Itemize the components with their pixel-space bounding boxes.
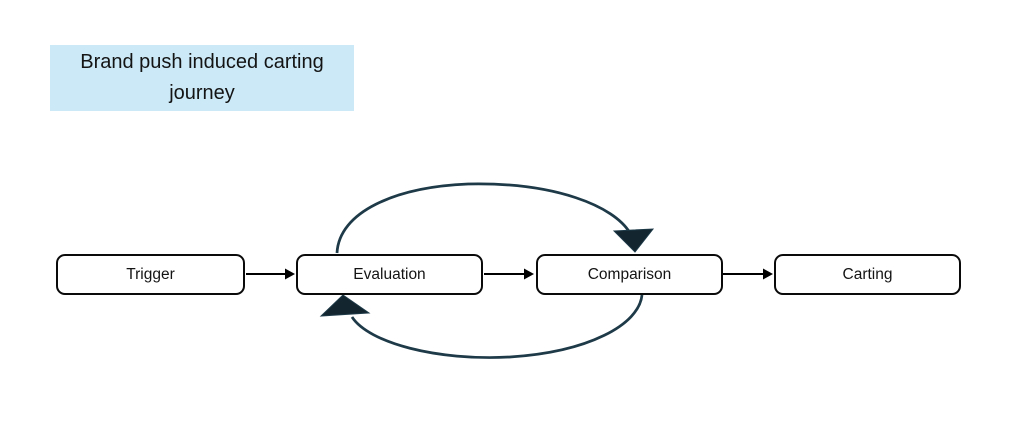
arrowhead-right-icon [285,268,295,280]
node-label: Trigger [126,265,175,283]
flow-node-trigger: Trigger [56,254,245,295]
loop-arrow-bottom [319,294,644,359]
arrow-comparison-to-carting [723,268,773,280]
loop-arrow-top [335,182,655,254]
flow-node-comparison: Comparison [536,254,723,295]
flow-node-evaluation: Evaluation [296,254,483,295]
flow-node-carting: Carting [774,254,961,295]
node-label: Carting [842,265,893,283]
arrowhead-down-icon [612,228,655,253]
arrow-evaluation-to-comparison [484,268,534,280]
node-label: Comparison [587,265,672,283]
arrow-trigger-to-evaluation [246,268,295,280]
arrowhead-up-icon [319,294,371,317]
arrowhead-right-icon [524,268,534,280]
arrowhead-right-icon [763,268,773,280]
diagram-title: Brand push induced carting journey [50,45,354,111]
node-label: Evaluation [353,265,426,283]
